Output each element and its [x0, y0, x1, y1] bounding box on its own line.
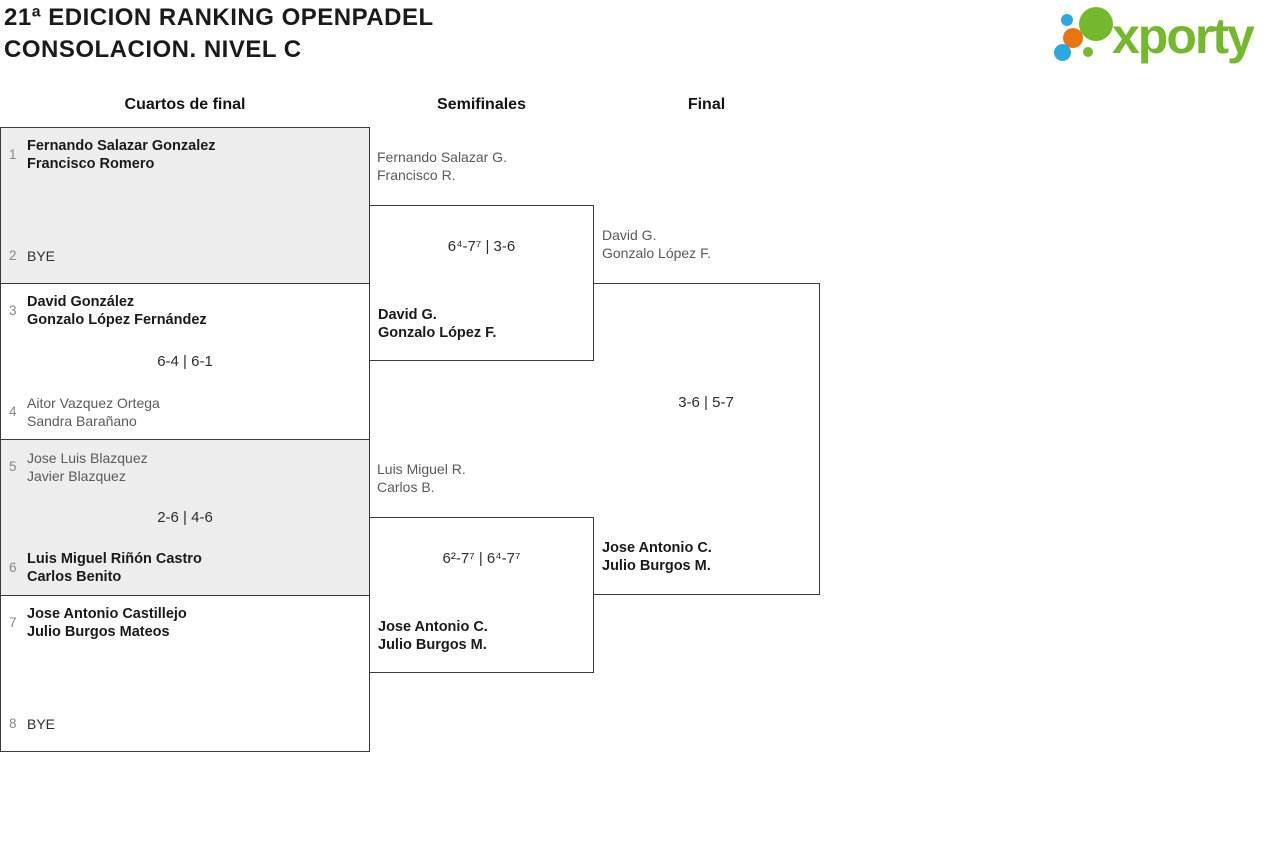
page-title-line1: 21ª EDICION RANKING OPENPADEL — [4, 4, 434, 31]
match-quarterfinal-1[interactable]: 1 Fernando Salazar Gonzalez Francisco Ro… — [0, 127, 370, 284]
match-qf1-top-team: 1 Fernando Salazar Gonzalez Francisco Ro… — [9, 136, 363, 173]
match-semifinal-2[interactable]: 6²-7⁷ | 6⁴-7⁷ Jose Antonio C. Julio Burg… — [369, 517, 594, 673]
player-name: Carlos Benito — [27, 568, 122, 585]
seed-number: 8 — [9, 716, 17, 731]
player-name: Fernando Salazar Gonzalez — [27, 137, 216, 154]
player-name: Javier Blazquez — [27, 467, 126, 484]
match-qf4-bottom-team: 8 BYE — [9, 705, 363, 742]
logo-dot-green-small-icon — [1083, 47, 1093, 57]
player-name: Carlos B. — [377, 479, 435, 495]
player-name: Fernando Salazar G. — [377, 149, 507, 165]
seed-number: 3 — [9, 303, 17, 318]
logo-dot-blue-small-icon — [1061, 14, 1073, 26]
player-name: David G. — [378, 307, 437, 323]
match-sf2-score: 6²-7⁷ | 6⁴-7⁷ — [442, 550, 521, 567]
player-name: David González — [27, 293, 135, 310]
final-winner-label: Jose Antonio C. Julio Burgos M. — [602, 539, 712, 575]
player-name: Sandra Barañano — [27, 412, 137, 429]
semifinal-2-top-team-label: Luis Miguel R. Carlos B. — [377, 460, 466, 496]
seed-number: 1 — [9, 147, 17, 162]
match-qf1-bottom-team: 2 BYE — [9, 237, 363, 274]
round-header-semifinals: Semifinales — [437, 96, 526, 113]
seed-number: 7 — [9, 615, 17, 630]
player-name: Julio Burgos M. — [602, 558, 711, 574]
player-name: Julio Burgos M. — [378, 637, 487, 653]
match-quarterfinal-2[interactable]: 3 David González Gonzalo López Fernández… — [0, 283, 370, 440]
final-top-team-label: David G. Gonzalo López F. — [602, 226, 711, 262]
player-name: Aitor Vazquez Ortega — [27, 394, 160, 411]
player-name: Luis Miguel R. — [377, 461, 466, 477]
player-name: Gonzalo López Fernández — [27, 311, 207, 328]
round-header-final: Final — [687, 96, 726, 113]
logo-dot-blue-large-icon — [1054, 44, 1071, 61]
page-title: 21ª EDICION RANKING OPENPADEL CONSOLACIO… — [4, 2, 434, 66]
match-qf3-bottom-team: 6 Luis Miguel Riñón Castro Carlos Benito — [9, 549, 363, 586]
match-qf4-top-team: 7 Jose Antonio Castillejo Julio Burgos M… — [9, 604, 363, 641]
seed-number: 5 — [9, 459, 17, 474]
seed-number: 6 — [9, 560, 17, 575]
match-qf2-bottom-team: 4 Aitor Vazquez Ortega Sandra Barañano — [9, 393, 363, 430]
player-name: Jose Antonio C. — [378, 619, 488, 635]
player-name: BYE — [27, 715, 56, 732]
player-name: Julio Burgos Mateos — [27, 623, 170, 640]
player-name: Jose Antonio C. — [602, 540, 712, 556]
logo-dot-green-large-icon — [1079, 7, 1113, 41]
match-sf1-score: 6⁴-7⁷ | 3-6 — [447, 238, 516, 255]
match-qf3-top-team: 5 Jose Luis Blazquez Javier Blazquez — [9, 448, 363, 485]
logo-dot-orange-icon — [1063, 28, 1083, 48]
match-quarterfinal-3[interactable]: 5 Jose Luis Blazquez Javier Blazquez 2-6… — [0, 439, 370, 596]
player-name: David G. — [602, 227, 657, 243]
match-final-score: 3-6 | 5-7 — [678, 394, 734, 411]
match-qf3-score: 2-6 | 4-6 — [157, 508, 213, 526]
semifinal-1-winner-label: David G. Gonzalo López F. — [378, 306, 496, 342]
match-quarterfinal-4[interactable]: 7 Jose Antonio Castillejo Julio Burgos M… — [0, 595, 370, 752]
player-name: Gonzalo López F. — [378, 325, 497, 341]
page-title-line2: CONSOLACION. NIVEL C — [4, 36, 302, 63]
player-name: Gonzalo López F. — [602, 245, 711, 261]
xporty-logo[interactable]: xporty — [1050, 0, 1280, 75]
semifinal-2-winner-label: Jose Antonio C. Julio Burgos M. — [378, 618, 488, 654]
player-name: Jose Luis Blazquez — [27, 449, 148, 466]
round-header-quarterfinals: Cuartos de final — [124, 96, 246, 113]
player-name: Francisco Romero — [27, 155, 155, 172]
seed-number: 2 — [9, 248, 17, 263]
seed-number: 4 — [9, 404, 17, 419]
match-qf2-score: 6-4 | 6-1 — [157, 352, 213, 370]
player-name: BYE — [27, 247, 56, 264]
semifinal-1-top-team-label: Fernando Salazar G. Francisco R. — [377, 148, 507, 184]
player-name: Francisco R. — [377, 167, 456, 183]
match-final[interactable]: 3-6 | 5-7 Jose Antonio C. Julio Burgos M… — [593, 283, 820, 595]
player-name: Jose Antonio Castillejo — [27, 605, 187, 622]
player-name: Luis Miguel Riñón Castro — [27, 550, 202, 567]
logo-wordmark: xporty — [1112, 8, 1255, 64]
match-qf2-top-team: 3 David González Gonzalo López Fernández — [9, 292, 363, 329]
match-semifinal-1[interactable]: 6⁴-7⁷ | 3-6 David G. Gonzalo López F. — [369, 205, 594, 361]
